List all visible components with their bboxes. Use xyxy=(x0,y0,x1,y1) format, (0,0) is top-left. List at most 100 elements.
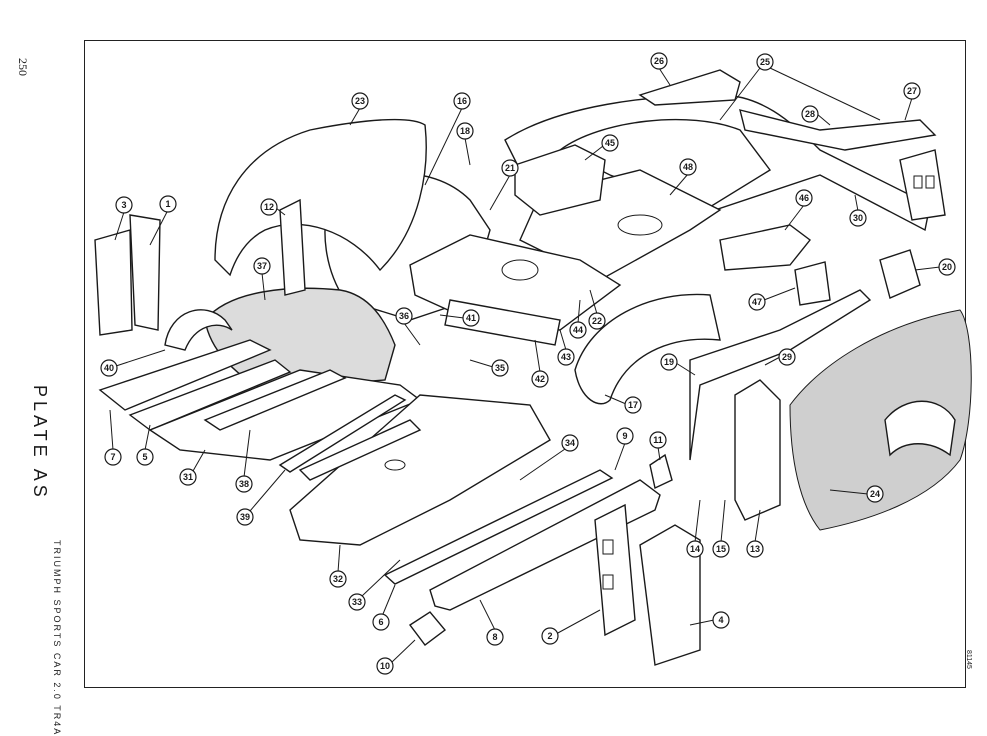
callout-4: 4 xyxy=(689,611,730,629)
svg-text:8: 8 xyxy=(492,632,497,642)
svg-text:42: 42 xyxy=(535,374,545,384)
svg-text:15: 15 xyxy=(716,544,726,554)
callout-1: 1 xyxy=(149,195,177,246)
svg-text:22: 22 xyxy=(592,316,602,326)
callout-12: 12 xyxy=(260,198,286,216)
svg-text:12: 12 xyxy=(264,202,274,212)
front-wheel-arch xyxy=(884,400,956,457)
svg-text:18: 18 xyxy=(460,126,470,136)
callout-24: 24 xyxy=(829,485,884,503)
callout-45: 45 xyxy=(584,134,619,161)
callout-7: 7 xyxy=(104,409,122,466)
callout-20: 20 xyxy=(914,258,956,276)
svg-text:29: 29 xyxy=(782,352,792,362)
boot-box-left xyxy=(514,144,606,216)
svg-text:7: 7 xyxy=(110,452,115,462)
svg-text:27: 27 xyxy=(907,86,917,96)
callout-5: 5 xyxy=(136,424,154,466)
svg-text:9: 9 xyxy=(622,431,627,441)
svg-text:24: 24 xyxy=(870,489,880,499)
callout-27: 27 xyxy=(903,82,921,121)
svg-text:5: 5 xyxy=(142,452,147,462)
svg-text:13: 13 xyxy=(750,544,760,554)
callout-23: 23 xyxy=(349,92,369,126)
svg-text:39: 39 xyxy=(240,512,250,522)
callout-44: 44 xyxy=(569,299,587,339)
svg-text:10: 10 xyxy=(380,661,390,671)
sill-end-rear xyxy=(649,453,673,490)
rear-cap-panel xyxy=(638,69,741,106)
callout-18: 18 xyxy=(456,122,474,166)
heelboard-bracket-1 xyxy=(129,214,161,331)
svg-text:4: 4 xyxy=(718,615,723,625)
heelboard-arch xyxy=(164,309,233,351)
svg-text:44: 44 xyxy=(573,325,583,335)
callout-11: 11 xyxy=(649,431,667,461)
svg-text:23: 23 xyxy=(355,96,365,106)
svg-text:21: 21 xyxy=(505,163,515,173)
svg-text:34: 34 xyxy=(565,438,575,448)
corner-hole xyxy=(913,175,923,189)
svg-text:1: 1 xyxy=(165,199,170,209)
callout-32: 32 xyxy=(329,544,347,588)
callout-2: 2 xyxy=(541,609,601,645)
rear-valance xyxy=(739,109,937,151)
svg-text:48: 48 xyxy=(683,162,693,172)
rear-wheel-arch-outer xyxy=(574,293,721,405)
callout-33: 33 xyxy=(348,559,401,611)
svg-text:16: 16 xyxy=(457,96,467,106)
callout-8: 8 xyxy=(479,599,504,646)
callout-47: 47 xyxy=(748,287,796,311)
svg-text:25: 25 xyxy=(760,57,770,67)
callout-38: 38 xyxy=(235,429,253,493)
floor-support-rail xyxy=(383,469,614,585)
transmission-tunnel xyxy=(204,287,396,391)
callout-30: 30 xyxy=(849,194,867,227)
outer-sill-left xyxy=(128,359,292,431)
callout-40: 40 xyxy=(100,349,166,377)
svg-text:14: 14 xyxy=(690,544,700,554)
floor-dome xyxy=(501,259,539,281)
callout-6: 6 xyxy=(372,584,396,631)
battery-box xyxy=(879,249,921,299)
callout-37: 37 xyxy=(253,257,271,301)
svg-text:28: 28 xyxy=(805,109,815,119)
callout-19: 19 xyxy=(660,353,696,376)
callout-10: 10 xyxy=(376,639,416,675)
svg-text:6: 6 xyxy=(378,617,383,627)
door-pillar-rear xyxy=(594,503,636,637)
front-wing xyxy=(789,309,972,531)
inner-sill xyxy=(98,339,272,411)
callout-15: 15 xyxy=(712,499,730,558)
svg-text:31: 31 xyxy=(183,472,193,482)
callout-42: 42 xyxy=(531,339,549,388)
callout-34: 34 xyxy=(519,434,579,481)
boot-box-right xyxy=(719,224,811,271)
callout-41: 41 xyxy=(439,309,480,327)
svg-text:20: 20 xyxy=(942,262,952,272)
svg-text:38: 38 xyxy=(239,479,249,489)
callout-21: 21 xyxy=(489,159,519,211)
svg-text:17: 17 xyxy=(628,400,638,410)
callout-13: 13 xyxy=(746,509,764,558)
svg-text:46: 46 xyxy=(799,193,809,203)
boot-side-panel xyxy=(794,261,831,306)
svg-text:47: 47 xyxy=(752,297,762,307)
callout-48: 48 xyxy=(669,158,697,196)
svg-text:41: 41 xyxy=(466,313,476,323)
callout-25: 25 xyxy=(719,53,881,121)
callout-36: 36 xyxy=(395,307,421,346)
callout-14: 14 xyxy=(686,499,704,558)
callout-39: 39 xyxy=(236,469,286,526)
floor-hole xyxy=(384,459,406,471)
door-pillar-front xyxy=(639,524,701,666)
callout-35: 35 xyxy=(469,359,509,377)
svg-text:35: 35 xyxy=(495,363,505,373)
callout-26: 26 xyxy=(650,52,671,86)
callout-28: 28 xyxy=(801,105,831,126)
callout-29: 29 xyxy=(764,348,796,366)
a-post-panel xyxy=(734,379,781,521)
front-crossmember xyxy=(298,419,422,481)
svg-text:36: 36 xyxy=(399,311,409,321)
callout-3: 3 xyxy=(114,196,133,241)
